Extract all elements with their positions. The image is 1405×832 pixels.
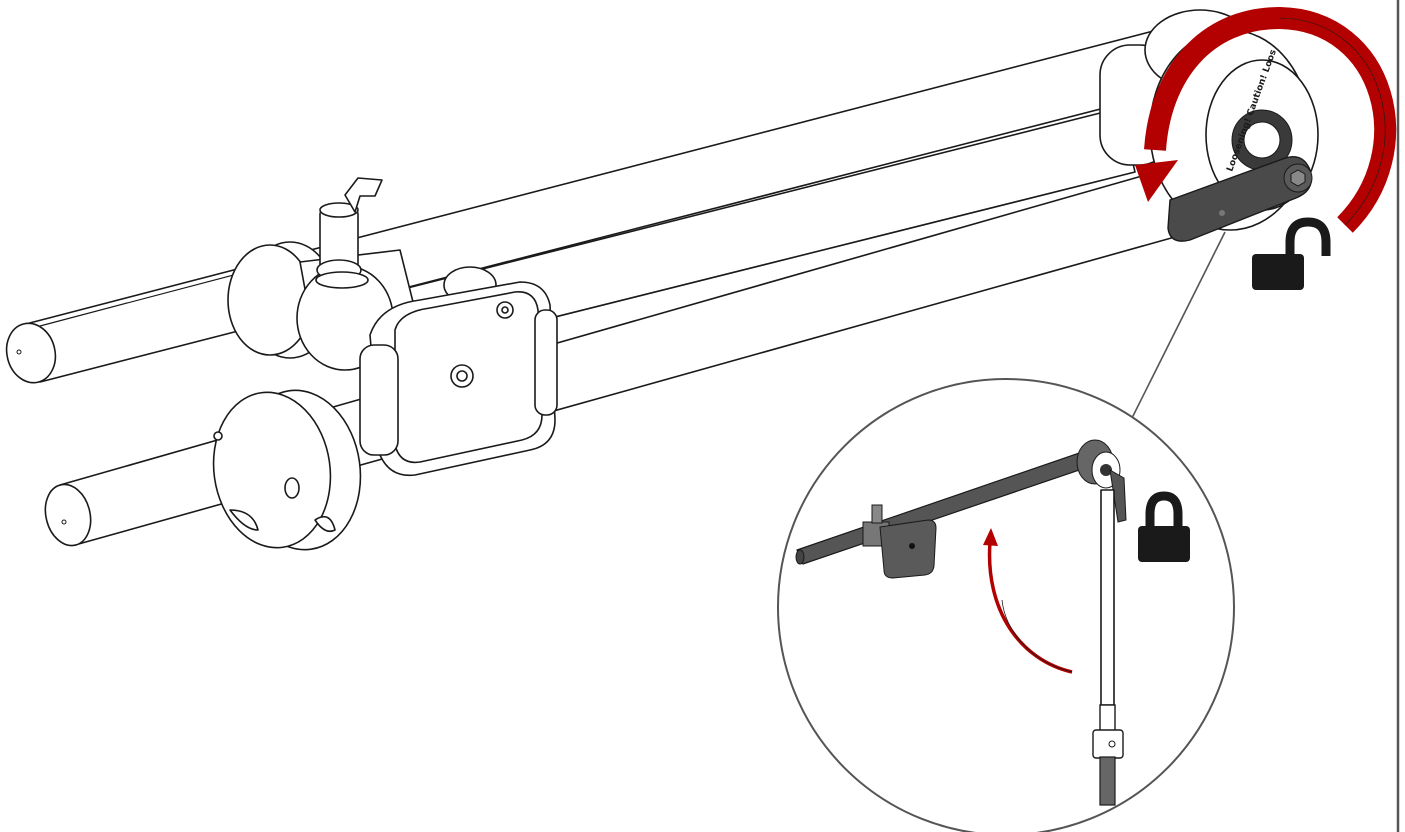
callout-circle	[777, 378, 1235, 832]
detail-callout	[777, 378, 1235, 832]
callout-leader	[1131, 231, 1226, 419]
detail-stand-pole	[1092, 489, 1124, 806]
main-view: Loosening! Caution! Loos	[5, 6, 1397, 551]
locking-lever	[1167, 156, 1313, 242]
open-padlock-icon	[1252, 217, 1331, 290]
rod-clamp	[227, 177, 421, 371]
counterclockwise-rotation-arrow-icon	[1135, 6, 1397, 233]
closed-padlock-icon	[1138, 491, 1190, 562]
mounting-plate	[359, 266, 558, 477]
lower-collar	[212, 389, 362, 551]
detail-boom	[795, 439, 1127, 579]
raise-arrow-icon	[983, 528, 1073, 674]
